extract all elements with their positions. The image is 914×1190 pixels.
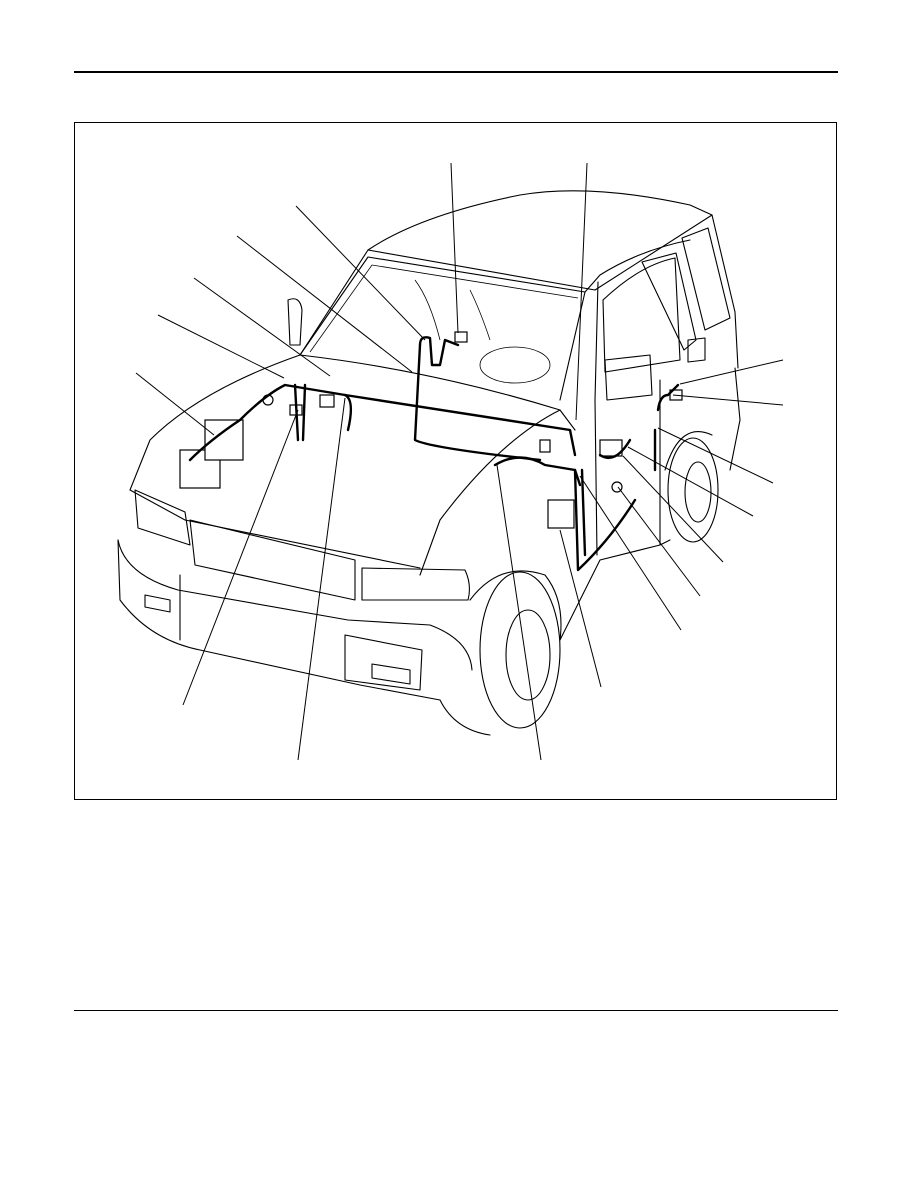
callout-leaders bbox=[135, 162, 784, 761]
leader-17 bbox=[297, 397, 346, 761]
right-fog-lamp bbox=[371, 663, 411, 685]
bumper-top bbox=[117, 539, 473, 671]
steering-wheel bbox=[479, 346, 551, 384]
vehicle-body bbox=[117, 190, 741, 736]
harness-dash bbox=[413, 343, 542, 462]
left-headlamp bbox=[134, 489, 191, 546]
fuel-lid bbox=[687, 337, 706, 363]
roof-front-edge bbox=[299, 190, 713, 356]
left-mirror bbox=[287, 298, 303, 346]
right-headlamp bbox=[361, 567, 471, 601]
leader-8 bbox=[679, 359, 784, 385]
windshield-inner bbox=[309, 264, 579, 353]
rear-wheel-hub bbox=[684, 461, 712, 523]
front-wheel-hub bbox=[505, 609, 551, 701]
leader-12 bbox=[622, 455, 724, 563]
leader-10 bbox=[657, 427, 774, 484]
door-switch bbox=[599, 439, 623, 457]
left-fog-lamp bbox=[144, 594, 171, 613]
windshield bbox=[299, 256, 586, 401]
a-pillar bbox=[594, 281, 599, 556]
leader-14 bbox=[579, 475, 682, 631]
right-fog-lamp-housing bbox=[344, 634, 423, 691]
roof-sensor bbox=[454, 331, 468, 343]
header-rule bbox=[74, 71, 838, 73]
harness-pillar bbox=[580, 468, 587, 557]
rear-wheel-arch bbox=[664, 430, 713, 471]
door-top bbox=[584, 239, 691, 293]
right-mirror bbox=[604, 354, 653, 401]
leader-9 bbox=[672, 394, 784, 406]
hood-left-edge bbox=[129, 354, 301, 491]
seat-left bbox=[414, 279, 441, 341]
grille bbox=[189, 519, 356, 601]
front-door-window bbox=[602, 257, 681, 373]
harness-rear bbox=[656, 383, 680, 412]
bumper-bottom bbox=[117, 539, 441, 701]
leader-4 bbox=[236, 235, 413, 373]
sensor-connector bbox=[319, 394, 335, 408]
hood-right-edge bbox=[419, 409, 561, 576]
leader-5 bbox=[193, 277, 331, 377]
leader-3 bbox=[295, 205, 426, 341]
figure-frame bbox=[74, 122, 837, 800]
front-wheel-arch bbox=[469, 570, 562, 641]
seat-right bbox=[469, 289, 491, 341]
rear-wheel bbox=[667, 437, 719, 543]
quarter-window bbox=[681, 227, 731, 331]
harness-door bbox=[573, 468, 637, 572]
rear-body bbox=[729, 367, 741, 471]
harness-drop-left-2 bbox=[301, 383, 307, 442]
harness-floor bbox=[493, 456, 582, 487]
leader-18 bbox=[182, 409, 299, 706]
leader-1 bbox=[450, 162, 459, 334]
instrument-connector bbox=[539, 439, 551, 453]
leader-7 bbox=[135, 372, 215, 436]
harness-cowl bbox=[343, 393, 577, 457]
wiring-harness bbox=[188, 336, 680, 572]
leader-15 bbox=[559, 529, 602, 688]
harness-engine-bay bbox=[188, 383, 353, 462]
leader-16 bbox=[496, 464, 542, 761]
cowl-line bbox=[299, 354, 576, 431]
front-wheel bbox=[479, 571, 561, 729]
footer-rule bbox=[74, 1010, 838, 1011]
harness-door-switch bbox=[598, 438, 632, 460]
front-wheel-arch-lower bbox=[439, 699, 491, 736]
roof-rear-line bbox=[367, 214, 713, 291]
control-unit bbox=[547, 499, 575, 529]
leader-11 bbox=[627, 446, 754, 517]
rear-door-window bbox=[641, 252, 697, 351]
rear-pillar bbox=[711, 214, 739, 369]
leader-6 bbox=[157, 314, 285, 379]
leader-13 bbox=[617, 486, 701, 597]
hood-front-edge bbox=[129, 489, 421, 569]
leader-2 bbox=[575, 162, 588, 421]
harness-roof bbox=[418, 336, 460, 367]
